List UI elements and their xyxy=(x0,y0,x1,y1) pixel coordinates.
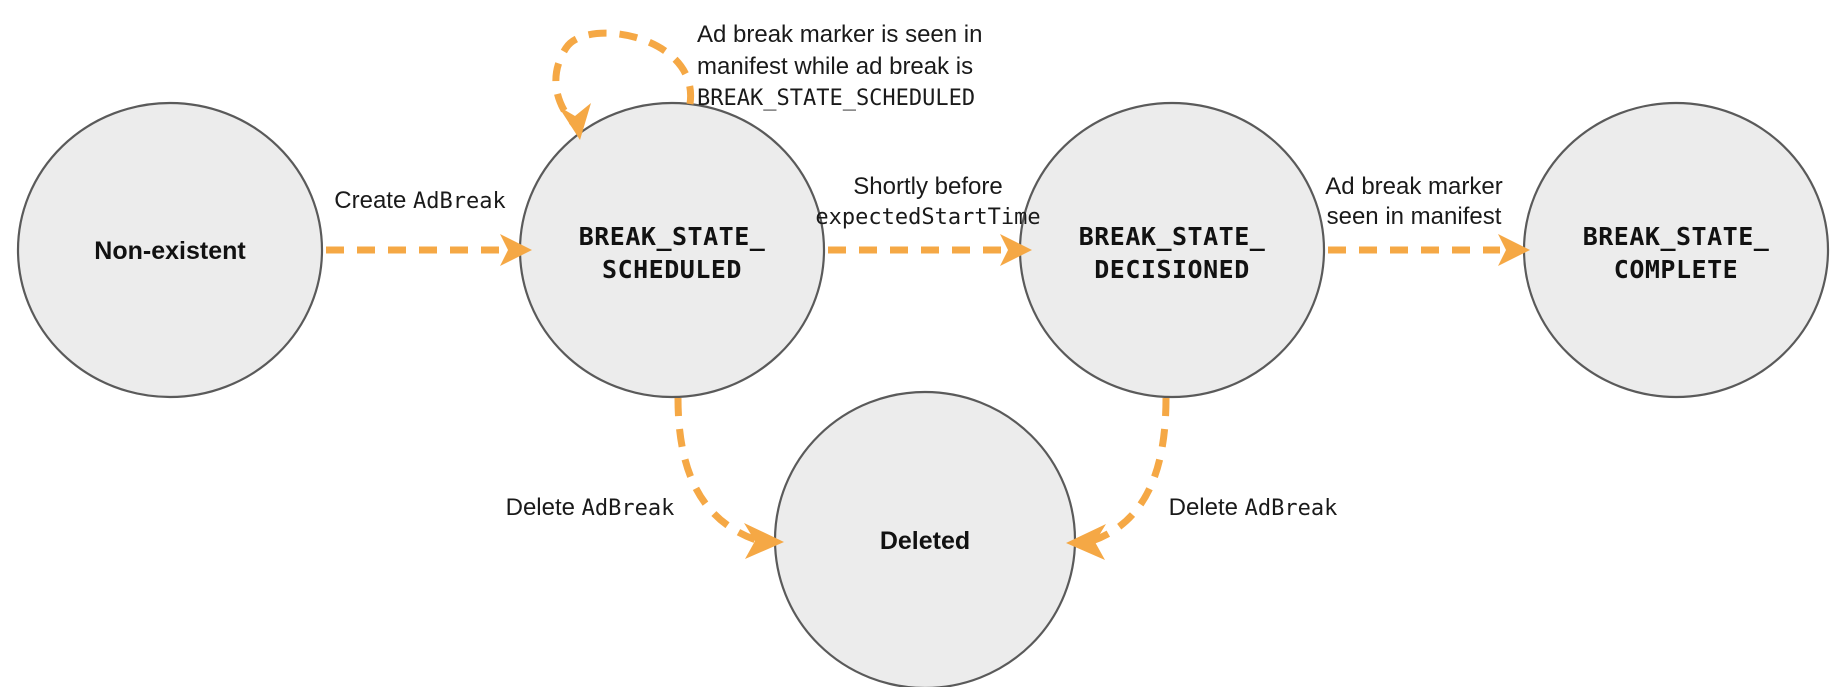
edge-label-marker-seen-line2: seen in manifest xyxy=(1327,203,1502,230)
edge-shortly-before-arrowhead xyxy=(1000,234,1032,266)
edge-label-delete-left-sans: Delete xyxy=(506,494,582,521)
edge-label-self-loop: Ad break marker is seen in manifest whil… xyxy=(697,21,982,111)
edge-label-create-adbreak-mono: AdBreak xyxy=(413,189,506,214)
edge-label-create-adbreak: Create AdBreak xyxy=(334,187,505,214)
edge-ad-break-marker-seen-arrowhead xyxy=(1498,234,1530,266)
node-break-state-decisioned-label-line1: BREAK_STATE_ xyxy=(1079,222,1266,251)
node-non-existent[interactable]: Non-existent xyxy=(16,101,324,399)
edge-self-loop-marker-seen[interactable] xyxy=(552,29,694,140)
edge-label-delete-left: Delete AdBreak xyxy=(506,494,675,521)
node-non-existent-shape[interactable] xyxy=(16,101,324,399)
edge-delete-from-decisioned-arrowhead xyxy=(1066,524,1106,560)
edge-self-loop-line xyxy=(552,29,694,127)
edge-label-marker-seen-line1: Ad break marker xyxy=(1325,173,1502,200)
edge-label-delete-left-text: Delete AdBreak xyxy=(506,494,675,521)
edge-delete-from-decisioned[interactable] xyxy=(1066,397,1170,560)
edge-label-self-loop-line2: manifest while ad break is xyxy=(697,53,973,80)
node-break-state-complete-label-line1: BREAK_STATE_ xyxy=(1583,222,1770,251)
edge-self-loop-arrowhead xyxy=(558,103,591,140)
edge-delete-from-scheduled[interactable] xyxy=(674,397,784,559)
edge-label-delete-right-sans: Delete xyxy=(1169,494,1245,521)
node-break-state-scheduled-label-line2: SCHEDULED xyxy=(602,255,742,284)
node-break-state-decisioned-label-line2: DECISIONED xyxy=(1094,255,1250,284)
edge-label-shortly-before: Shortly before expectedStartTime xyxy=(815,173,1040,230)
node-non-existent-label: Non-existent xyxy=(94,237,246,265)
node-break-state-scheduled[interactable]: BREAK_STATE_ SCHEDULED xyxy=(518,101,826,399)
edge-shortly-before[interactable] xyxy=(828,234,1032,266)
edge-label-self-loop-line1: Ad break marker is seen in xyxy=(697,21,982,48)
edge-create-adbreak-arrowhead xyxy=(500,234,532,266)
edge-delete-from-scheduled-line xyxy=(674,397,758,544)
node-break-state-complete-label-line2: COMPLETE xyxy=(1614,255,1738,284)
node-break-state-complete[interactable]: BREAK_STATE_ COMPLETE xyxy=(1522,101,1830,399)
edge-label-create-adbreak-text: Create AdBreak xyxy=(334,187,505,214)
edge-create-adbreak[interactable] xyxy=(326,234,532,266)
node-deleted[interactable]: Deleted xyxy=(773,390,1077,687)
node-deleted-label: Deleted xyxy=(880,527,970,555)
edge-ad-break-marker-seen[interactable] xyxy=(1328,234,1530,266)
node-break-state-scheduled-label-line1: BREAK_STATE_ xyxy=(579,222,766,251)
edge-delete-from-scheduled-arrowhead xyxy=(744,523,784,559)
edge-label-self-loop-line3: BREAK_STATE_SCHEDULED xyxy=(697,86,975,111)
edge-label-delete-right-text: Delete AdBreak xyxy=(1169,494,1338,521)
edge-delete-from-decisioned-line xyxy=(1090,397,1170,545)
edge-label-delete-left-mono: AdBreak xyxy=(582,496,675,521)
edge-label-shortly-before-line2: expectedStartTime xyxy=(815,205,1040,230)
edge-label-create-adbreak-sans: Create xyxy=(334,187,413,214)
edge-label-delete-right: Delete AdBreak xyxy=(1169,494,1338,521)
node-break-state-decisioned[interactable]: BREAK_STATE_ DECISIONED xyxy=(1018,101,1326,399)
edge-label-shortly-before-line1: Shortly before xyxy=(853,173,1002,200)
edge-label-delete-right-mono: AdBreak xyxy=(1245,496,1338,521)
edge-label-marker-seen: Ad break marker seen in manifest xyxy=(1325,173,1502,230)
